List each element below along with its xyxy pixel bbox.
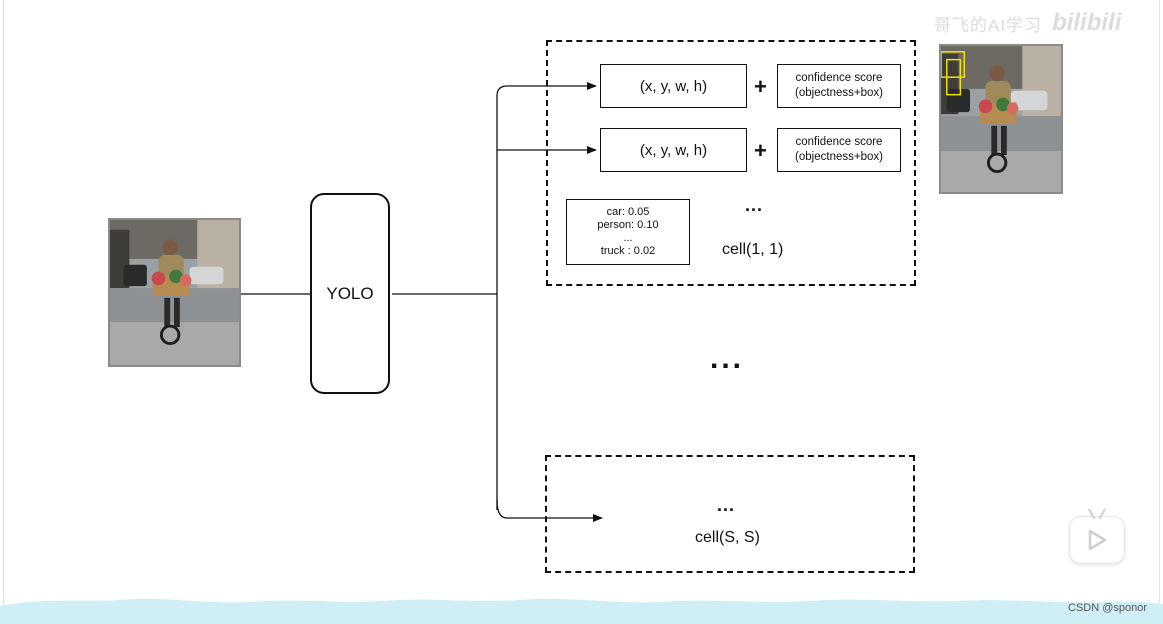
bbox-coordinates-box-1: (x, y, w, h): [600, 64, 747, 108]
cell-first-ellipsis: ...: [745, 195, 764, 215]
bilibili-watermark: 哥飞的AI学习 bilibili: [934, 6, 1144, 40]
plus-sign-1: +: [754, 74, 767, 99]
cell-last-ellipsis: ...: [717, 495, 736, 515]
left-frame-edge: [3, 0, 4, 624]
confidence-score-label-1: confidence score: [795, 72, 883, 84]
confidence-score-sublabel-2: (objectness+box): [795, 151, 883, 163]
class-prob-person: person: 0.10: [597, 219, 659, 231]
play-button[interactable]: [1069, 509, 1125, 564]
cell-last-label: cell(S, S): [695, 529, 760, 546]
bbox-coordinates-label-2: (x, y, w, h): [639, 141, 708, 159]
bottom-wave-decoration: [0, 598, 1163, 624]
confidence-score-box-2: confidence score (objectness+box): [777, 128, 901, 172]
class-prob-truck: truck : 0.02: [600, 245, 656, 257]
cell-last-group: [545, 455, 915, 573]
bbox-coordinates-box-2: (x, y, w, h): [600, 128, 747, 172]
bbox-coordinates-label-1: (x, y, w, h): [639, 77, 708, 95]
input-image: [108, 218, 241, 367]
yolo-model-box: YOLO: [310, 193, 390, 394]
confidence-score-sublabel-1: (objectness+box): [795, 87, 883, 99]
class-prob-ellipsis: ...: [623, 232, 633, 244]
watermark-channel-text: 哥飞的AI学习: [934, 15, 1043, 35]
confidence-score-box-1: confidence score (objectness+box): [777, 64, 901, 108]
plus-sign-2: +: [754, 138, 767, 163]
class-probabilities-box: car: 0.05 person: 0.10 ... truck : 0.02: [566, 199, 690, 265]
class-prob-car: car: 0.05: [606, 206, 650, 218]
play-icon: [1088, 529, 1107, 551]
cell-first-group: [546, 40, 916, 286]
confidence-score-label-2: confidence score: [795, 136, 883, 148]
yolo-label: YOLO: [326, 283, 374, 303]
csdn-credit: CSDN @sponor: [1068, 602, 1148, 614]
tv-antenna-icon: [1087, 509, 1107, 519]
output-detection-image: [939, 44, 1063, 194]
bilibili-logo: bilibili: [1052, 9, 1122, 36]
middle-ellipsis: ...: [710, 342, 745, 375]
right-frame-edge: [1159, 0, 1160, 624]
cell-first-label: cell(1, 1): [722, 241, 784, 258]
